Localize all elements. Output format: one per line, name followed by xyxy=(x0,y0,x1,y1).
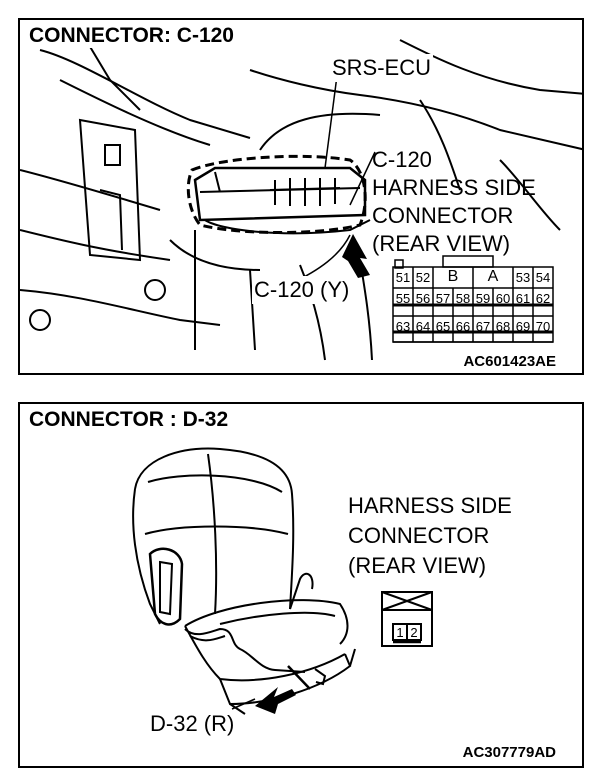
connector-label-line-1: HARNESS SIDE xyxy=(348,493,512,518)
pin-label: 60 xyxy=(495,291,511,306)
pin-label: 65 xyxy=(435,319,451,334)
pin-label: 2 xyxy=(410,625,418,640)
pin-label: 61 xyxy=(515,291,531,306)
figure-code: AC307779AD xyxy=(462,744,556,761)
pin-label: 64 xyxy=(415,319,431,334)
page-title: CONNECTOR: C-120 xyxy=(26,24,237,48)
connector-c120-panel: CONNECTOR: C-120 SRS-ECU C-120 HARNESS S… xyxy=(18,18,584,375)
srs-ecu-label: SRS-ECU xyxy=(330,54,434,82)
connector-callout: C-120 (Y) xyxy=(252,276,352,304)
pin-label: 69 xyxy=(515,319,531,334)
connector-label-line-2: HARNESS SIDE xyxy=(372,175,536,200)
pin-label: 53 xyxy=(515,270,531,285)
pin-label: 55 xyxy=(395,291,411,306)
pin-label: 70 xyxy=(535,319,551,334)
pin-label: 59 xyxy=(475,291,491,306)
pin-label: 57 xyxy=(435,291,451,306)
seat-illustration xyxy=(132,447,433,715)
figure-code: AC601423AE xyxy=(463,353,556,370)
pin-label: 68 xyxy=(495,319,511,334)
connector-label-line-3: (REAR VIEW) xyxy=(348,553,487,578)
pin-label: 54 xyxy=(535,270,551,285)
dashboard-illustration xyxy=(20,29,582,361)
pin-label: A xyxy=(487,268,499,285)
connector-label-line-4: (REAR VIEW) xyxy=(372,231,511,256)
pin-label: 1 xyxy=(396,625,404,640)
page-title: CONNECTOR : D-32 xyxy=(26,408,232,432)
connector-d32-panel: CONNECTOR : D-32 HARNESS SIDE CONNECTOR … xyxy=(18,402,584,768)
pin-label: 56 xyxy=(415,291,431,306)
connector-label-line-2: CONNECTOR xyxy=(348,523,490,548)
pin-label: 63 xyxy=(395,319,411,334)
connector-label-line-3: CONNECTOR xyxy=(372,203,514,228)
connector-c120-face xyxy=(392,255,554,343)
pin-label: 62 xyxy=(535,291,551,306)
connector-label-line-1: C-120 xyxy=(372,147,432,172)
pin-label: 51 xyxy=(395,270,411,285)
pin-label: 52 xyxy=(415,270,431,285)
pin-label: B xyxy=(447,268,459,285)
arrow-pointer xyxy=(342,234,370,278)
connector-callout: D-32 (R) xyxy=(150,711,235,736)
pin-label: 67 xyxy=(475,319,491,334)
pin-label: 58 xyxy=(455,291,471,306)
pin-label: 66 xyxy=(455,319,471,334)
arrow-pointer xyxy=(255,687,296,714)
